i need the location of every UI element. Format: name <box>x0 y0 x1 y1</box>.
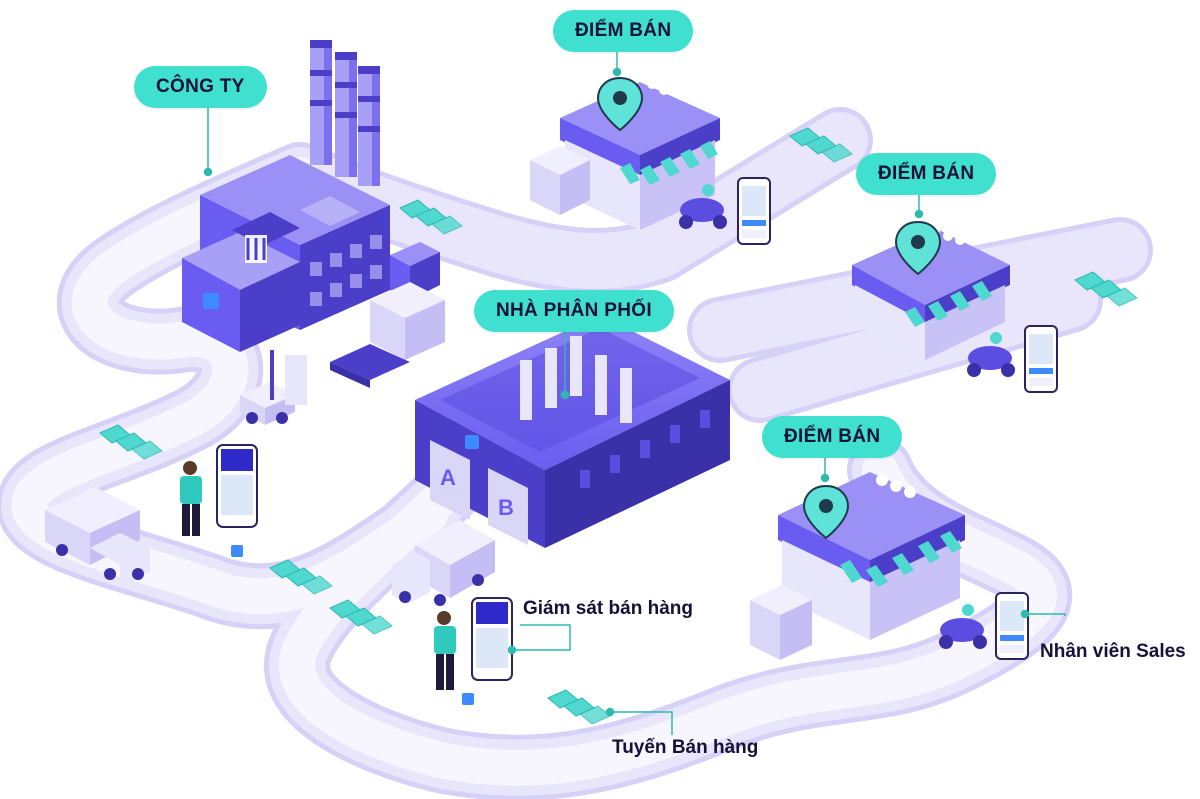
warehouse-icon: A B <box>415 315 730 548</box>
factory-icon <box>182 40 445 425</box>
location-pin-icon <box>894 220 942 276</box>
phone-app-icon <box>216 177 1058 705</box>
svg-text:B: B <box>498 495 514 520</box>
truck-icon <box>45 487 150 588</box>
store-label-bottom: ĐIỂM BÁN <box>762 416 903 458</box>
location-pin-icon <box>596 76 644 132</box>
sales-route-label: Tuyến Bán hàng <box>612 737 759 758</box>
truck-icon <box>392 520 495 606</box>
svg-text:A: A <box>440 465 456 490</box>
sales-supervision-label: Giám sát bán hàng <box>523 598 693 619</box>
chevron-arrow-icon <box>99 127 1138 725</box>
store-icon <box>852 225 1010 360</box>
company-label: CÔNG TY <box>134 66 267 108</box>
distributor-label: NHÀ PHÂN PHỐI <box>474 290 674 332</box>
store-icon <box>750 472 965 660</box>
store-label-middle: ĐIỂM BÁN <box>856 153 997 195</box>
motorbike-icon <box>679 184 1015 649</box>
location-pin-icon <box>802 484 850 540</box>
forklift-icon <box>240 350 307 425</box>
person-icon <box>180 461 456 690</box>
store-label-top: ĐIỂM BÁN <box>553 10 694 52</box>
sales-staff-label: Nhân viên Sales <box>1040 641 1186 662</box>
label-connectors <box>203 52 1066 735</box>
